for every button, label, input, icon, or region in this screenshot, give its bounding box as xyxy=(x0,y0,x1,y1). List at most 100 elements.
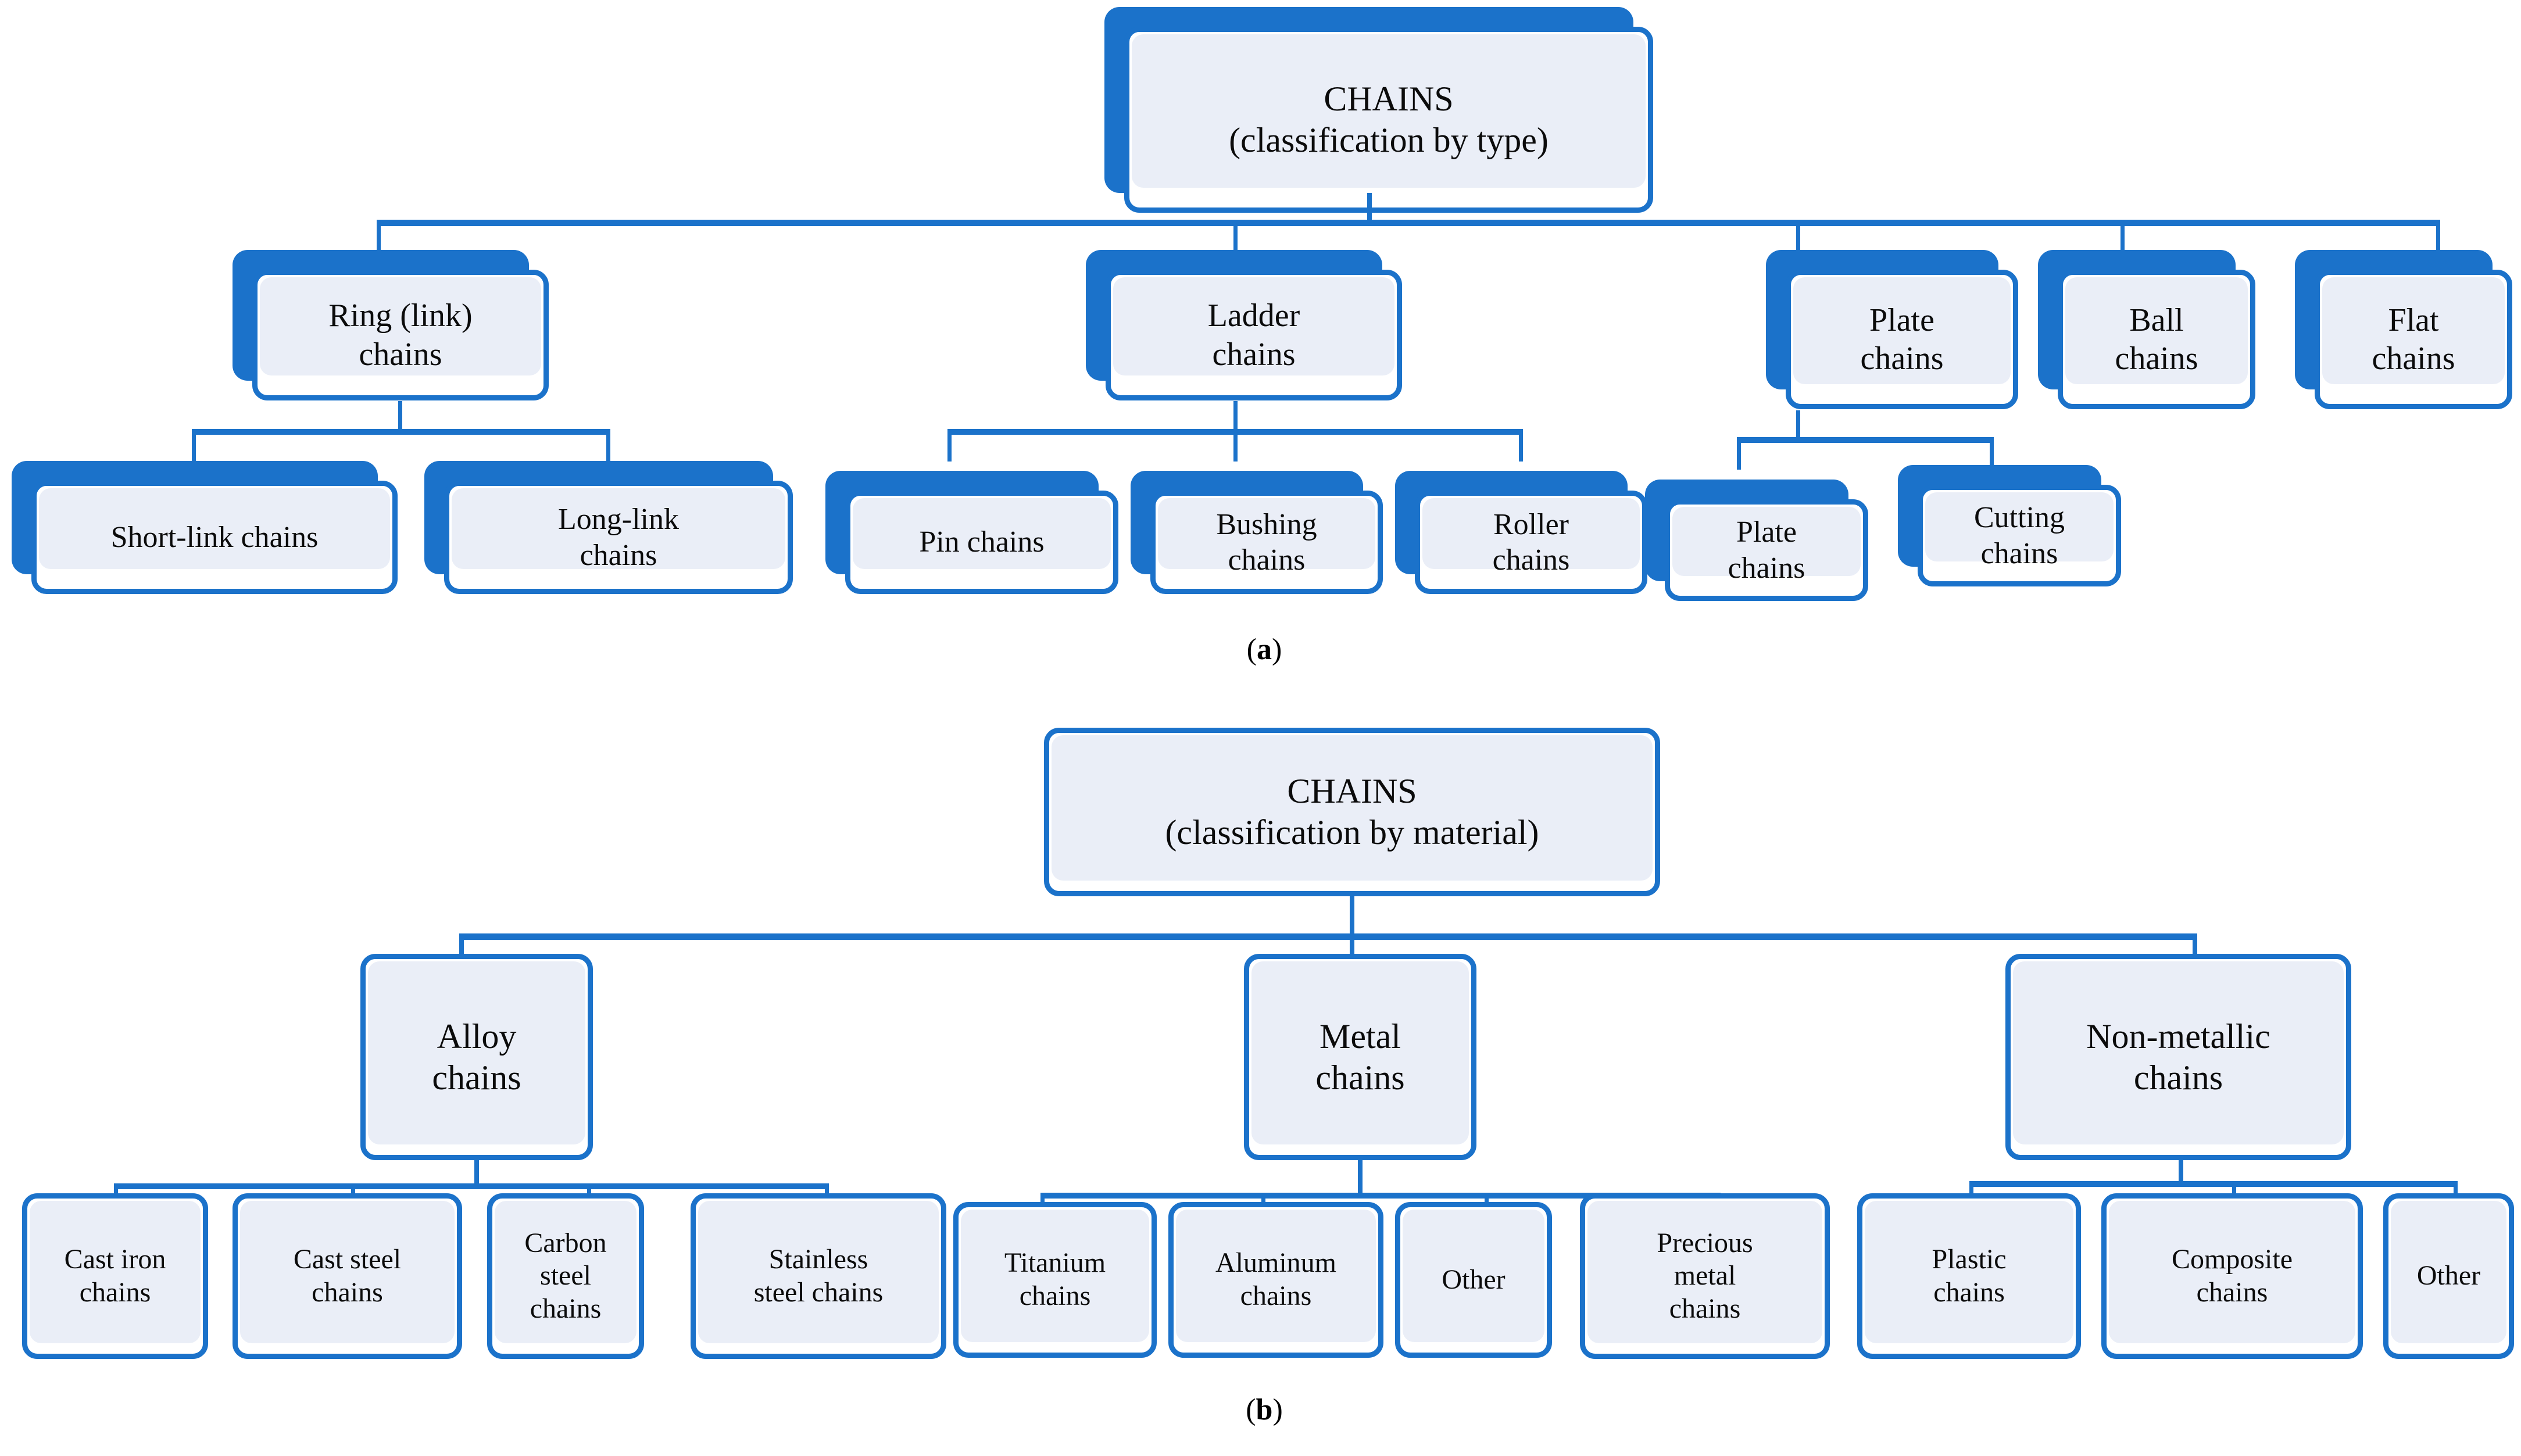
node-b-titanium-chains[interactable]: Titanium chains xyxy=(953,1202,1157,1358)
connector-a-ladder-drop-bushing xyxy=(1233,435,1238,462)
node-label: Cutting chains xyxy=(1973,501,2065,570)
connector-b-nonmetallic-bus xyxy=(1969,1181,2458,1187)
node-label: Ring (link) chains xyxy=(328,298,473,373)
node-b-stainless-steel-chains[interactable]: Stainless steel chains xyxy=(691,1193,946,1359)
node-label: Composite chains xyxy=(2171,1243,2293,1308)
panel-a-letter: a xyxy=(1257,633,1272,666)
node-label: Other xyxy=(2416,1260,2481,1292)
node-b-metal-chains[interactable]: Metal chains xyxy=(1244,954,1476,1160)
node-fill xyxy=(1158,498,1375,569)
node-fill xyxy=(2391,1201,2506,1343)
node-b-aluminum-chains[interactable]: Aluminum chains xyxy=(1168,1202,1383,1358)
node-fill xyxy=(240,1201,455,1343)
panel-b-caption: (b) xyxy=(1246,1393,1283,1426)
node-body: Ladder chains xyxy=(1106,270,1402,400)
connector-a-drop-plate xyxy=(1796,226,1800,262)
node-fill xyxy=(1403,1210,1544,1342)
node-label: Plate chains xyxy=(1860,302,1944,377)
node-label: Plate chains xyxy=(1728,516,1805,585)
node-b-cast-steel-chains[interactable]: Cast steel chains xyxy=(233,1193,462,1359)
node-fill xyxy=(1925,492,2114,561)
node-a-plate-chains-sub[interactable]: Plate chains xyxy=(1645,480,1868,601)
node-body: Bushing chains xyxy=(1150,491,1383,594)
node-label: Long-link chains xyxy=(558,503,679,572)
node-a-short-link-chains[interactable]: Short-link chains xyxy=(12,461,398,594)
node-label: Non-metallic chains xyxy=(2086,1017,2270,1097)
node-fill xyxy=(698,1201,939,1343)
connector-b-root-drop xyxy=(1350,896,1354,937)
node-a-roller-chains[interactable]: Roller chains xyxy=(1395,471,1647,594)
node-a-root[interactable]: CHAINS (classification by type) xyxy=(1104,7,1653,213)
node-label: Carbon steel chains xyxy=(524,1227,607,1324)
node-b-precious-metal-chains[interactable]: Precious metal chains xyxy=(1580,1193,1830,1359)
node-a-ring-link-chains[interactable]: Ring (link) chains xyxy=(233,250,549,400)
node-label: CHAINS (classification by type) xyxy=(1229,80,1549,159)
node-label: Titanium chains xyxy=(1004,1247,1106,1311)
node-body: Long-link chains xyxy=(444,481,793,594)
node-body: Ball chains xyxy=(2058,270,2255,409)
node-body: Plate chains xyxy=(1665,499,1868,601)
connector-a-root-drop xyxy=(1367,193,1372,223)
node-a-cutting-chains[interactable]: Cutting chains xyxy=(1898,465,2121,586)
node-b-root[interactable]: CHAINS (classification by material) xyxy=(1044,728,1660,896)
node-label: Roller chains xyxy=(1492,507,1570,577)
node-fill xyxy=(368,961,585,1144)
connector-b-nonmetallic-drop xyxy=(2179,1160,2183,1186)
node-fill xyxy=(452,488,785,569)
node-label: Metal chains xyxy=(1315,1017,1405,1097)
connector-a-ladder-drop-roller xyxy=(1519,435,1523,462)
node-fill xyxy=(1672,507,1861,576)
connector-a-drop-ball xyxy=(2120,226,2125,262)
node-label: Cast iron chains xyxy=(64,1243,166,1308)
connector-a-ladder-drop xyxy=(1233,401,1238,432)
node-label: Short-link chains xyxy=(110,520,319,554)
connector-a-ring-bus xyxy=(192,429,610,435)
node-a-long-link-chains[interactable]: Long-link chains xyxy=(424,461,793,594)
node-label: Bushing chains xyxy=(1216,507,1317,577)
node-label: Ball chains xyxy=(2115,302,2198,377)
node-label: Alloy chains xyxy=(432,1017,521,1097)
node-a-pin-chains[interactable]: Pin chains xyxy=(825,471,1118,594)
connector-a-ring-drop xyxy=(398,401,402,432)
node-body: Ring (link) chains xyxy=(252,270,549,400)
connector-b-metal-bus xyxy=(1040,1193,1721,1199)
node-a-plate-chains[interactable]: Plate chains xyxy=(1766,250,2018,409)
node-fill xyxy=(495,1201,636,1343)
node-body: CHAINS (classification by type) xyxy=(1124,27,1653,213)
connector-a-plate-drop-cutting xyxy=(1990,443,1994,470)
node-label: Stainless steel chains xyxy=(753,1243,884,1308)
node-fill xyxy=(30,1201,201,1343)
node-fill xyxy=(1132,34,1646,188)
node-a-bushing-chains[interactable]: Bushing chains xyxy=(1131,471,1383,594)
node-fill xyxy=(2013,961,2344,1144)
node-b-composite-chains[interactable]: Composite chains xyxy=(2101,1193,2363,1359)
node-b-carbon-steel-chains[interactable]: Carbon steel chains xyxy=(487,1193,644,1359)
node-body: Plate chains xyxy=(1786,270,2018,409)
node-b-nonmetallic-other[interactable]: Other xyxy=(2383,1193,2514,1359)
connector-a-plate-drop xyxy=(1796,410,1800,441)
node-b-non-metallic-chains[interactable]: Non-metallic chains xyxy=(2005,954,2351,1160)
connector-a-level1-bus xyxy=(377,220,2440,226)
node-body: Flat chains xyxy=(2315,270,2512,409)
connector-a-plate-bus xyxy=(1737,437,1994,443)
node-a-ladder-chains[interactable]: Ladder chains xyxy=(1086,250,1402,400)
node-a-ball-chains[interactable]: Ball chains xyxy=(2038,250,2255,409)
node-fill xyxy=(1113,277,1394,375)
node-b-plastic-chains[interactable]: Plastic chains xyxy=(1857,1193,2081,1359)
node-b-alloy-chains[interactable]: Alloy chains xyxy=(360,954,593,1160)
node-label: Aluminum chains xyxy=(1215,1247,1336,1311)
connector-b-metal-drop xyxy=(1358,1160,1363,1197)
node-b-metal-other[interactable]: Other xyxy=(1395,1202,1552,1358)
node-fill xyxy=(2322,277,2505,384)
node-b-cast-iron-chains[interactable]: Cast iron chains xyxy=(22,1193,208,1359)
node-a-flat-chains[interactable]: Flat chains xyxy=(2295,250,2512,409)
connector-a-drop-flat xyxy=(2436,226,2440,262)
node-label: CHAINS (classification by material) xyxy=(1165,772,1539,852)
node-fill xyxy=(260,277,541,375)
node-fill xyxy=(853,498,1111,569)
node-body: Short-link chains xyxy=(31,481,398,594)
connector-a-ladder-drop-pin xyxy=(947,435,952,462)
node-body: Roller chains xyxy=(1415,491,1647,594)
node-label: Other xyxy=(1442,1264,1506,1295)
node-fill xyxy=(961,1210,1149,1342)
